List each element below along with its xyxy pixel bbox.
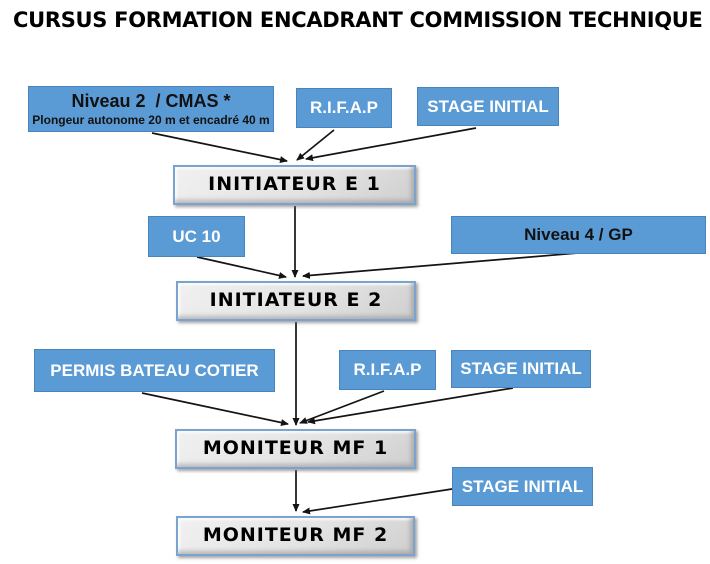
arrow-stage1-to-e1 <box>305 127 477 162</box>
arrow-stage2-to-mf1 <box>307 387 514 425</box>
arrow-permis-to-mf1 <box>141 392 289 426</box>
node-moniteur-mf2-label: MONITEUR MF 2 <box>202 524 389 547</box>
node-initiateur-e2-label: INITIATEUR E 2 <box>209 289 383 312</box>
node-niveau4-gp-label: Niveau 4 / GP <box>524 225 633 245</box>
diagram-title: CURSUS FORMATION ENCADRANT COMMISSION TE… <box>13 8 703 32</box>
node-stage-initial-3-label: STAGE INITIAL <box>461 476 584 496</box>
node-niveau2-cmas-label: Niveau 2 / CMAS * <box>71 91 231 112</box>
node-niveau2-cmas-sublabel: Plongeur autonome 20 m et encadré 40 m <box>32 112 270 127</box>
node-initiateur-e1: INITIATEUR E 1 <box>173 165 416 205</box>
node-initiateur-e2: INITIATEUR E 2 <box>176 281 416 321</box>
node-stage-initial-3: STAGE INITIAL <box>452 467 593 506</box>
node-rifap-2: R.I.F.A.P <box>339 350 436 390</box>
arrow-rifap2-to-mf1 <box>299 390 385 424</box>
node-stage-initial-1: STAGE INITIAL <box>417 87 559 126</box>
node-moniteur-mf2: MONITEUR MF 2 <box>176 516 415 556</box>
node-initiateur-e1-label: INITIATEUR E 1 <box>208 173 381 196</box>
node-rifap-2-label: R.I.F.A.P <box>353 360 422 380</box>
arrow-rifap1-to-e1 <box>296 129 335 161</box>
node-uc10-label: UC 10 <box>172 226 221 246</box>
node-permis-bateau-cotier: PERMIS BATEAU COTIER <box>34 349 275 392</box>
node-stage-initial-1-label: STAGE INITIAL <box>427 96 549 116</box>
node-moniteur-mf1-label: MONITEUR MF 1 <box>202 437 389 460</box>
arrow-uc10-to-e2 <box>196 256 287 279</box>
node-stage-initial-2: STAGE INITIAL <box>451 350 591 388</box>
node-moniteur-mf1: MONITEUR MF 1 <box>175 429 416 469</box>
node-permis-bateau-cotier-label: PERMIS BATEAU COTIER <box>50 360 259 380</box>
node-stage-initial-2-label: STAGE INITIAL <box>460 359 582 379</box>
node-uc10: UC 10 <box>148 216 245 257</box>
node-niveau2-cmas: Niveau 2 / CMAS * Plongeur autonome 20 m… <box>28 86 274 132</box>
node-rifap-1-label: R.I.F.A.P <box>309 98 378 118</box>
node-niveau4-gp: Niveau 4 / GP <box>451 216 706 254</box>
arrow-niveau2-to-e1 <box>151 132 288 164</box>
node-rifap-1: R.I.F.A.P <box>296 88 392 128</box>
arrow-niveau4-to-e2 <box>302 252 579 279</box>
arrow-stage3-to-mf2 <box>302 488 453 515</box>
